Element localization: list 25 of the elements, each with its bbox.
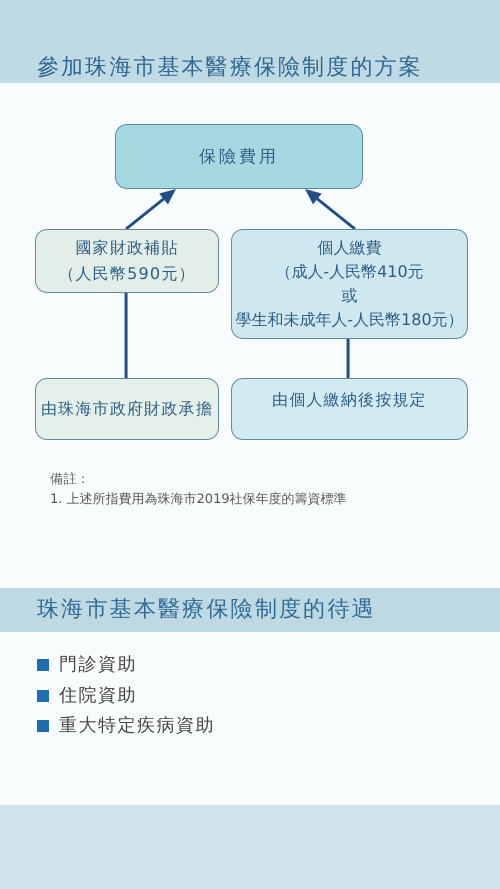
list-item: 重大特定疾病資助 (59, 714, 215, 738)
box-text: 或 (342, 285, 358, 307)
box-text: 由個人繳納後按規定 (272, 389, 427, 411)
flow-box (231, 378, 468, 440)
flow-box (35, 378, 219, 440)
note-heading: 備註： (50, 471, 90, 489)
arrow (304, 189, 356, 230)
box-text: 由珠海市政府財政承擔 (41, 398, 213, 420)
flow-box (231, 229, 468, 339)
box-heading: 國家財政補貼 (75, 237, 179, 259)
list-item: 住院資助 (59, 684, 137, 708)
flow-box (35, 229, 219, 293)
note-text: 1. 上述所指費用為珠海市2019社保年度的籌資標準 (50, 491, 347, 509)
connector-line (124, 293, 128, 378)
flow-box (115, 124, 363, 189)
box-text: （成人-人民幣410元 (275, 261, 424, 283)
list-item: 門診資助 (59, 653, 137, 677)
box-text: 學生和未成年人-人民幣180元） (235, 309, 464, 331)
connector-line (346, 339, 350, 378)
page-title: 參加珠海市基本醫療保險制度的方案 (37, 54, 423, 82)
box-text: （人民幣590元） (58, 263, 196, 285)
arrow (125, 189, 176, 230)
section-heading: 珠海市基本醫療保險制度的待遇 (37, 596, 376, 624)
box-heading: 個人繳費 (318, 237, 382, 259)
box-text: 保險費用 (199, 146, 279, 168)
